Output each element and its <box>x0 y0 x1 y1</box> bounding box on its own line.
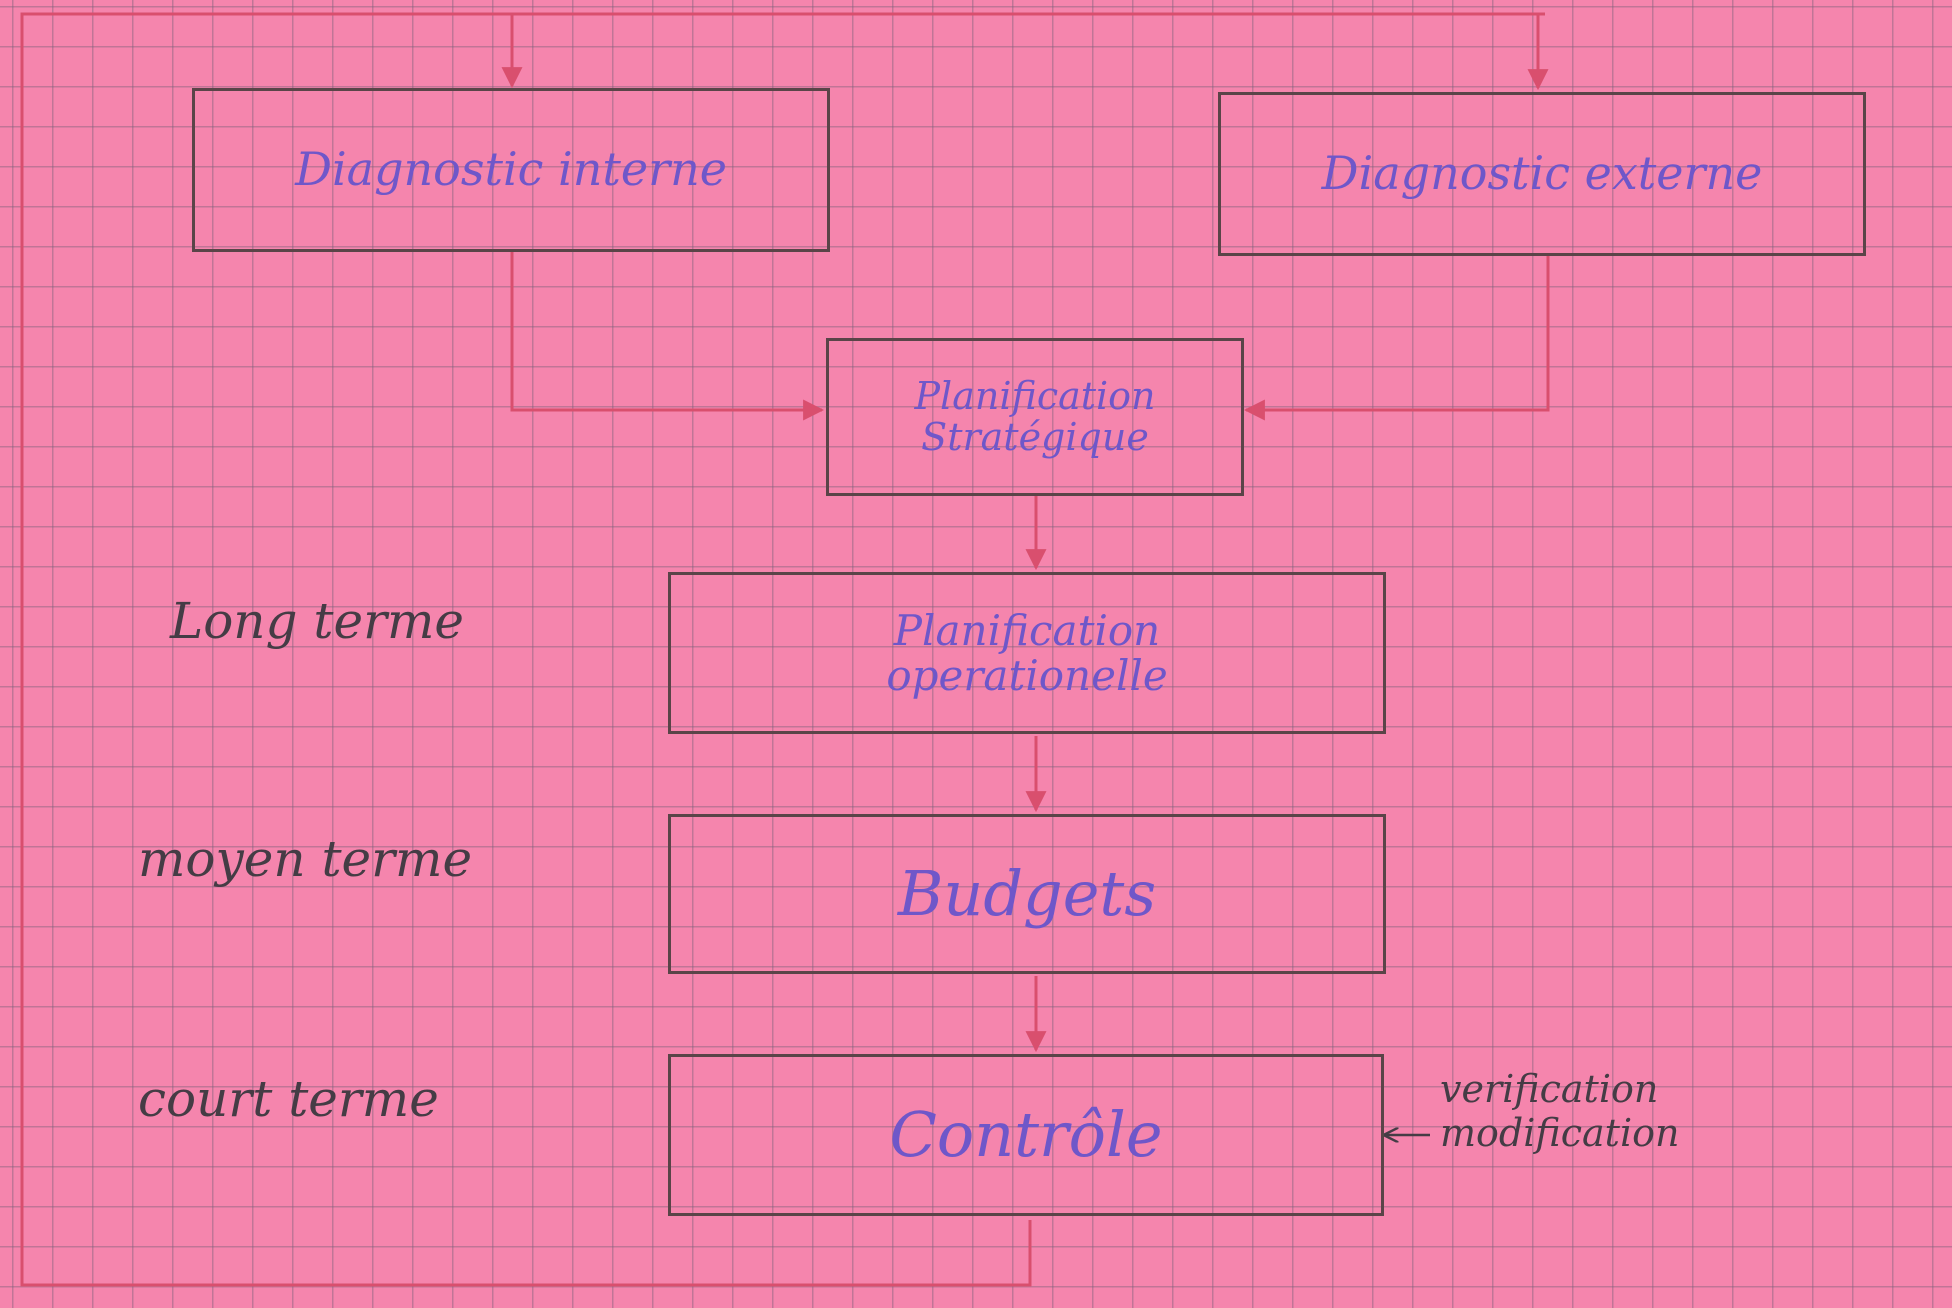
node-diagnostic-externe-label: Diagnostic externe <box>1321 146 1763 201</box>
side-label-long-terme: Long terme <box>170 592 464 650</box>
node-planification-operationelle-line1: Planification <box>893 605 1161 655</box>
side-label-court-terme: court terme <box>138 1070 439 1128</box>
node-planification-operationelle-line2: operationelle <box>886 651 1168 700</box>
feedback-note-line1: verification <box>1440 1067 1659 1111</box>
node-controle: Contrôle <box>668 1054 1384 1216</box>
node-budgets: Budgets <box>668 814 1386 974</box>
node-budgets-label: Budgets <box>897 856 1157 930</box>
feedback-note: verification modification <box>1440 1067 1680 1155</box>
node-diagnostic-interne: Diagnostic interne <box>192 88 830 252</box>
arrow-externe-to-strategique <box>1243 255 1550 421</box>
arrow-interne-to-strategique <box>510 250 825 421</box>
node-planification-operationelle: Planification operationelle <box>668 572 1386 734</box>
node-diagnostic-externe: Diagnostic externe <box>1218 92 1866 256</box>
node-planification-strategique: Planification Stratégique <box>826 338 1244 496</box>
node-controle-label: Contrôle <box>889 1097 1163 1171</box>
side-label-moyen-terme: moyen terme <box>138 830 473 888</box>
node-planification-strategique-line1: Planification <box>914 373 1156 418</box>
node-planification-strategique-line2: Stratégique <box>921 415 1149 459</box>
feedback-note-line2: modification <box>1440 1110 1680 1155</box>
feedback-loop-line <box>20 12 1545 1287</box>
node-diagnostic-interne-label: Diagnostic interne <box>295 142 727 197</box>
